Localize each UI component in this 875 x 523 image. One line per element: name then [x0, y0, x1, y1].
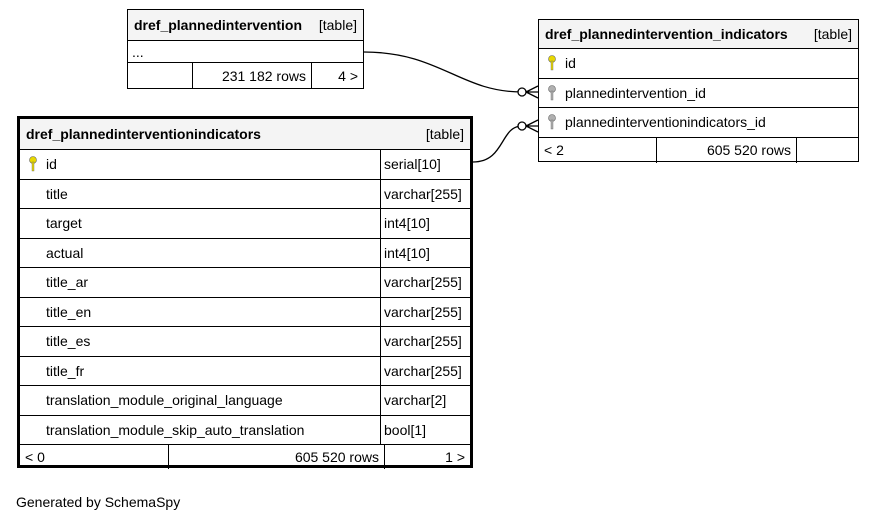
column-name: title_ar — [46, 274, 89, 291]
column-name: title — [46, 185, 68, 202]
column-cell: title_fr — [20, 357, 380, 386]
column-type: serial[10] — [380, 150, 470, 179]
column-row[interactable]: title_es varchar[255] — [20, 327, 470, 357]
column-cell: id — [20, 150, 380, 179]
column-row[interactable]: title_fr varchar[255] — [20, 356, 470, 386]
column-name: translation_module_skip_auto_translation — [46, 421, 305, 438]
column-cell: title_en — [20, 298, 380, 327]
table-name: dref_plannedintervention — [134, 17, 303, 33]
column-row[interactable]: id — [539, 49, 858, 79]
table-type-label: [table] — [318, 17, 357, 33]
column-cell: id — [539, 49, 858, 78]
column-row[interactable]: translation_module_original_language varc… — [20, 386, 470, 416]
parents-count: < 0 — [25, 449, 45, 465]
key-icon — [548, 84, 556, 100]
table-plannedinterventionindicators[interactable]: dref_plannedinterventionindicators [tabl… — [17, 116, 473, 469]
table-type-label: [table] — [813, 26, 852, 42]
table-plannedintervention-indicators[interactable]: dref_plannedintervention_indicators [tab… — [538, 19, 859, 163]
column-name: title_fr — [46, 362, 85, 379]
column-row[interactable]: title_en varchar[255] — [20, 297, 470, 327]
column-type: varchar[255] — [380, 356, 470, 385]
column-cell: title — [20, 180, 380, 209]
link-crowfoot — [525, 119, 539, 133]
children-count[interactable]: 1 > — [384, 445, 470, 469]
children-count — [796, 137, 858, 163]
ellipsis: ... — [132, 43, 144, 60]
column-type: varchar[255] — [380, 297, 470, 326]
column-name: title_es — [46, 333, 91, 350]
column-type: varchar[255] — [380, 327, 470, 356]
row-count: 231 182 rows — [192, 63, 311, 88]
column-cell: plannedintervention_id — [539, 79, 858, 108]
column-cell: target — [20, 209, 380, 238]
column-name: id — [46, 156, 57, 173]
column-name: plannedinterventionindicators_id — [565, 114, 766, 131]
column-cell: title_es — [20, 327, 380, 356]
column-cell: actual — [20, 239, 380, 268]
column-type: varchar[255] — [380, 179, 470, 208]
column-cell: plannedinterventionindicators_id — [539, 108, 858, 137]
generated-by-caption: Generated by SchemaSpy — [16, 494, 181, 510]
column-row[interactable]: plannedinterventionindicators_id — [539, 108, 858, 138]
column-name: plannedintervention_id — [565, 84, 706, 101]
column-name: actual — [46, 244, 84, 261]
collapsed-columns: ... — [128, 41, 363, 63]
column-row[interactable]: target int4[10] — [20, 209, 470, 239]
table-plannedintervention[interactable]: dref_plannedintervention [table] ... 231… — [127, 9, 364, 89]
column-cell: translation_module_original_language — [20, 386, 380, 415]
table-name: dref_plannedinterventionindicators — [26, 126, 261, 142]
column-row[interactable]: plannedintervention_id — [539, 79, 858, 108]
column-row[interactable]: translation_module_skip_auto_translation… — [20, 415, 470, 445]
column-name: translation_module_original_language — [46, 392, 283, 409]
parents-count — [128, 63, 192, 88]
parents-count[interactable]: < 2 — [544, 142, 564, 158]
table-header: dref_plannedinterventionindicators [tabl… — [20, 119, 470, 150]
link-indicators — [472, 125, 523, 163]
key-icon — [548, 55, 556, 71]
table-footer: < 2 605 520 rows — [539, 137, 858, 163]
column-type: int4[10] — [380, 209, 470, 238]
link-crowfoot — [525, 85, 539, 99]
table-header: dref_plannedintervention_indicators [tab… — [539, 20, 858, 49]
column-row[interactable]: id serial[10] — [20, 150, 470, 180]
link-optional-marker — [517, 87, 527, 97]
row-count: 605 520 rows — [168, 445, 384, 469]
column-name: id — [565, 55, 576, 72]
column-name: title_en — [46, 303, 92, 320]
children-count[interactable]: 4 > — [311, 63, 363, 88]
table-footer: < 0 605 520 rows 1 > — [20, 445, 470, 469]
column-type: int4[10] — [380, 238, 470, 267]
link-optional-marker — [517, 121, 527, 131]
column-type: varchar[255] — [380, 268, 470, 297]
column-type: varchar[2] — [380, 386, 470, 415]
table-type-label: [table] — [425, 126, 464, 142]
row-count: 605 520 rows — [656, 137, 796, 163]
table-header: dref_plannedintervention [table] — [128, 10, 363, 41]
key-icon — [29, 156, 37, 172]
column-type: bool[1] — [380, 415, 470, 444]
table-footer: 231 182 rows 4 > — [128, 63, 363, 88]
link-plannedintervention — [363, 51, 523, 93]
column-name: target — [46, 215, 82, 232]
column-cell: title_ar — [20, 268, 380, 297]
table-name: dref_plannedintervention_indicators — [545, 26, 788, 42]
column-row[interactable]: actual int4[10] — [20, 238, 470, 268]
column-row[interactable]: title_ar varchar[255] — [20, 268, 470, 298]
key-icon — [548, 114, 556, 130]
column-cell: translation_module_skip_auto_translation — [20, 416, 380, 445]
column-row[interactable]: title varchar[255] — [20, 179, 470, 209]
